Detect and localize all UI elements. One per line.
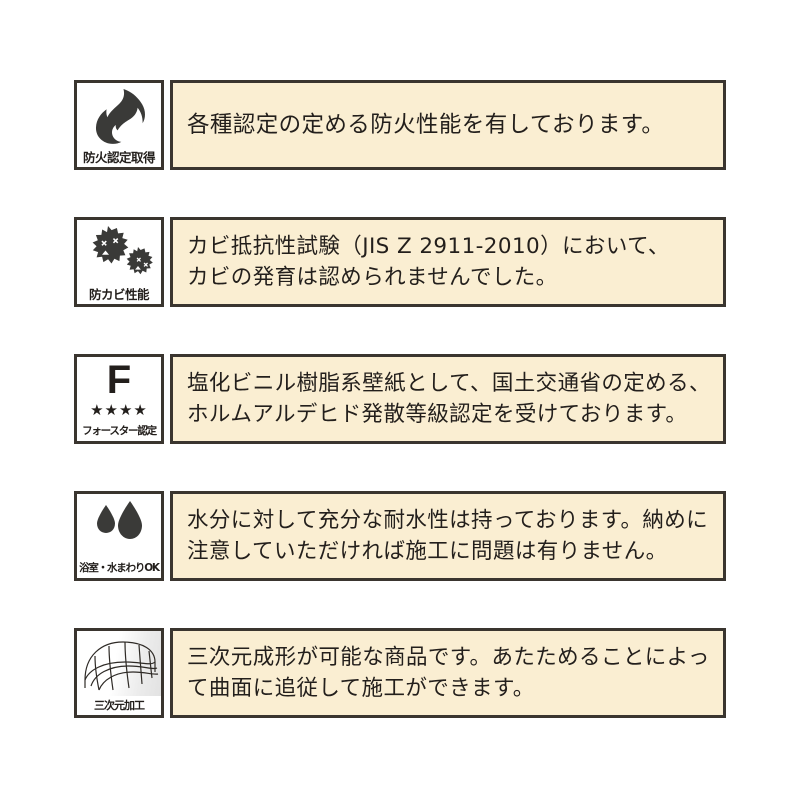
three-dimensional-mesh-icon-glyph	[84, 640, 159, 690]
feature-text-line: 注意していただければ施工に問題は有りません。	[187, 539, 668, 564]
three-dimensional-mesh-icon-box: 三次元加工	[74, 628, 164, 718]
feature-text-line: 水分に対して充分な耐水性は持っております。納めに	[187, 508, 709, 533]
feature-list: 防火認定取得 各種認定の定める防火性能を有しております。	[74, 80, 726, 765]
three-dimensional-mesh-icon	[77, 631, 161, 696]
mold-spore-icon-box: 防カビ性能	[74, 217, 164, 307]
feature-text-line: カビ抵抗性試験（JIS Z 2911-2010）において、	[187, 234, 670, 259]
flame-icon-box: 防火認定取得	[74, 80, 164, 170]
feature-row: 防カビ性能 カビ抵抗性試験（JIS Z 2911-2010）において、 カビの発…	[74, 217, 726, 307]
feature-text-panel: 各種認定の定める防火性能を有しております。	[170, 80, 726, 170]
flame-icon	[77, 83, 161, 148]
icon-caption: 防カビ性能	[88, 287, 150, 302]
icon-caption: フォースター認定	[82, 425, 157, 437]
f-four-star-icon-box: F ★★★★ フォースター認定	[74, 354, 164, 444]
f-letter: F	[106, 358, 132, 402]
feature-text-panel: 水分に対して充分な耐水性は持っております。納めに 注意していただければ施工に問題…	[170, 491, 726, 581]
feature-text-panel: 三次元成形が可能な商品です。あたためることによっ て曲面に追従して施工ができます…	[170, 628, 726, 718]
feature-text-line: て曲面に追従して施工ができます。	[187, 676, 535, 701]
feature-text-line: 三次元成形が可能な商品です。あたためることによっ	[187, 645, 710, 670]
flame-icon-glyph	[95, 88, 145, 144]
feature-row: F ★★★★ フォースター認定 塩化ビニル樹脂系壁紙として、国土交通省の定める、…	[74, 354, 726, 444]
mold-spore-icon	[77, 220, 161, 285]
water-drops-icon-box: 浴室・水まわりOK	[74, 491, 164, 581]
feature-row: 浴室・水まわりOK 水分に対して充分な耐水性は持っております。納めに 注意してい…	[74, 491, 726, 581]
water-drops-icon-glyph	[97, 500, 142, 539]
feature-text-line: ホルムアルデヒド発散等級認定を受けております。	[187, 402, 688, 427]
feature-text-line: カビの発育は認められませんでした。	[187, 265, 558, 290]
water-drops-icon	[77, 494, 161, 559]
icon-caption: 三次元加工	[94, 699, 145, 712]
feature-row: 三次元加工 三次元成形が可能な商品です。あたためることによっ て曲面に追従して施…	[74, 628, 726, 718]
mold-spore-icon-glyph	[92, 225, 153, 274]
feature-text-line: 各種認定の定める防火性能を有しております。	[187, 111, 665, 138]
star-rating: ★★★★	[90, 402, 148, 419]
feature-text-panel: カビ抵抗性試験（JIS Z 2911-2010）において、 カビの発育は認められ…	[170, 217, 726, 307]
feature-row: 防火認定取得 各種認定の定める防火性能を有しております。	[74, 80, 726, 170]
f-four-star-icon: F ★★★★	[77, 357, 161, 422]
icon-caption: 防火認定取得	[82, 150, 156, 165]
feature-text-line: 塩化ビニル樹脂系壁紙として、国土交通省の定める、	[187, 371, 711, 396]
feature-text-panel: 塩化ビニル樹脂系壁紙として、国土交通省の定める、 ホルムアルデヒド発散等級認定を…	[170, 354, 726, 444]
icon-caption: 浴室・水まわりOK	[79, 562, 160, 574]
